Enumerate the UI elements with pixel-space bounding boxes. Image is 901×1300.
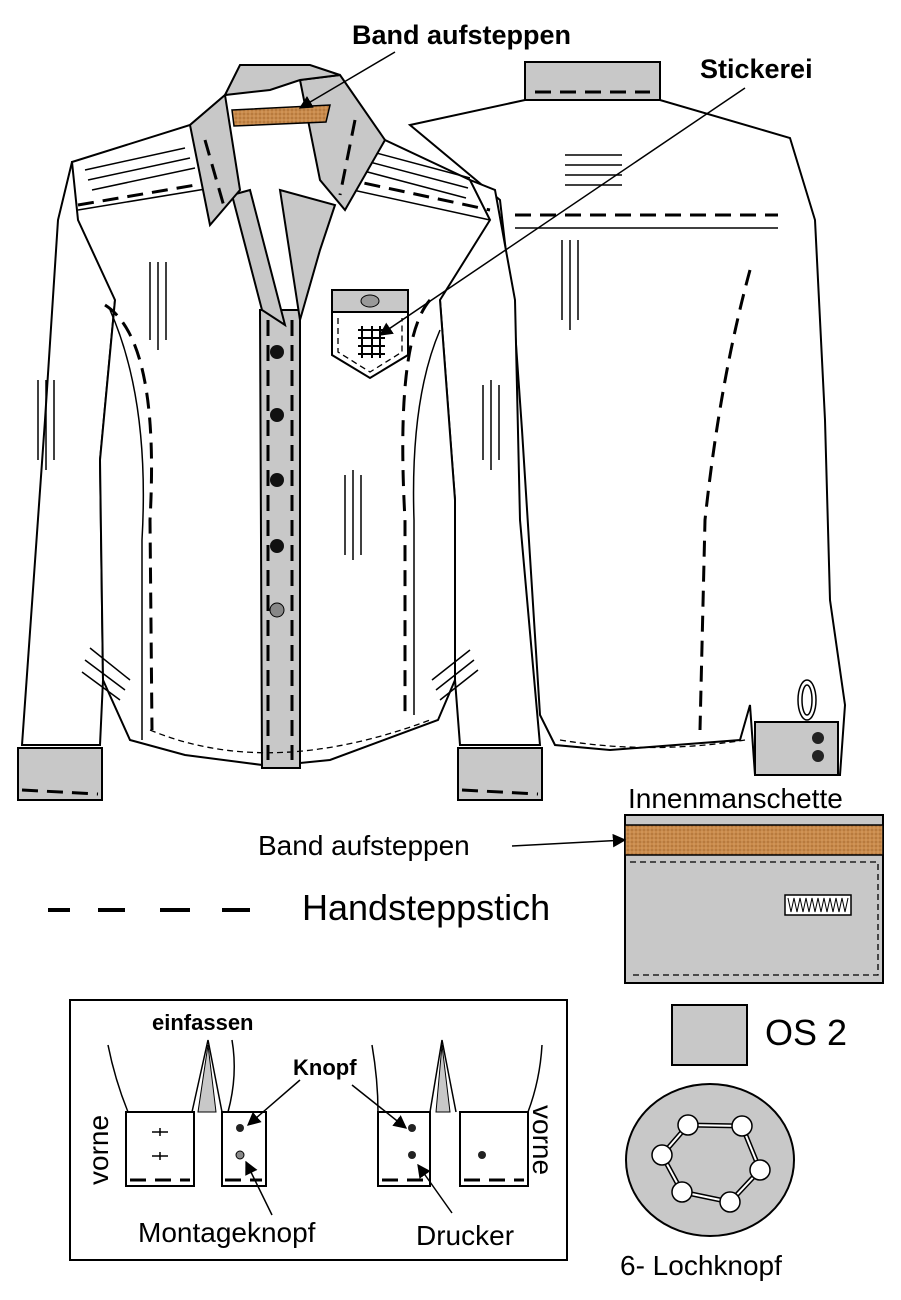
label-drucker: Drucker xyxy=(416,1220,514,1251)
label-lochknopf: 6- Lochknopf xyxy=(620,1250,782,1281)
cuff-detail-box xyxy=(69,999,568,1261)
label-band-aufsteppen-cuff: Band aufsteppen xyxy=(258,830,470,861)
six-hole-button-icon xyxy=(625,1083,795,1237)
label-vorne-right: vorne xyxy=(527,1105,558,1175)
inner-cuff-panel xyxy=(624,814,884,984)
label-montageknopf: Montageknopf xyxy=(138,1217,316,1248)
label-innenmanschette: Innenmanschette xyxy=(628,783,843,814)
shirt-front-view xyxy=(17,64,543,801)
shirt-back-view xyxy=(407,61,847,776)
label-handsteppstich: Handsteppstich xyxy=(302,887,550,928)
label-stickerei: Stickerei xyxy=(700,54,813,84)
grey-swatch-icon xyxy=(671,1004,748,1066)
label-os2: OS 2 xyxy=(765,1012,847,1053)
label-vorne-left: vorne xyxy=(83,1115,114,1185)
label-band-aufsteppen-top: Band aufsteppen xyxy=(352,20,571,50)
label-einfassen: einfassen xyxy=(152,1010,254,1035)
label-knopf: Knopf xyxy=(293,1055,357,1080)
